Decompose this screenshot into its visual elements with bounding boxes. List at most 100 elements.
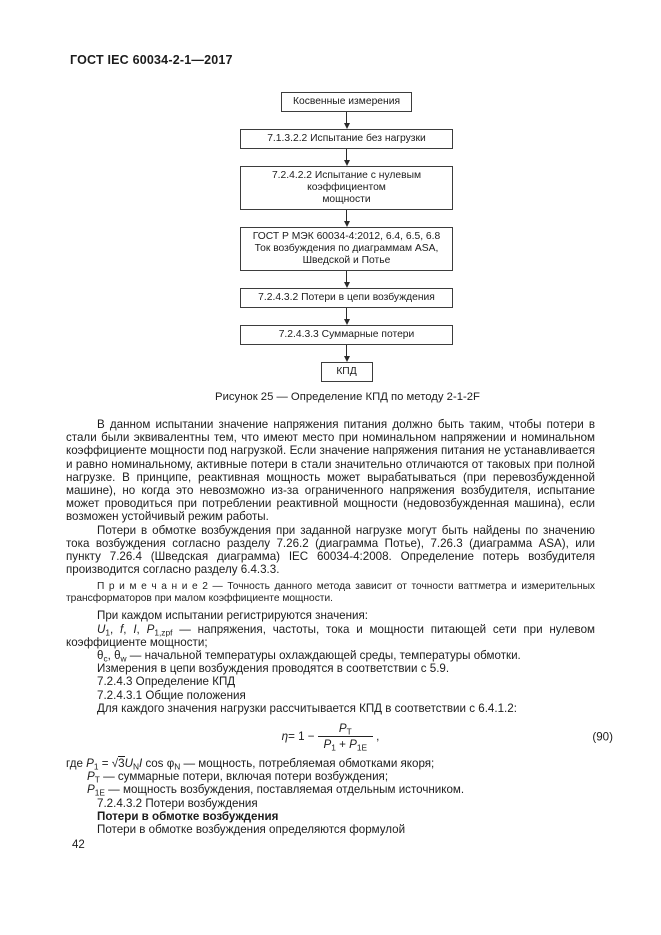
text-run: +: [335, 738, 350, 752]
symbol-p1e: P: [87, 783, 95, 797]
flow-box-line: 7.2.4.3.2 Потери в цепи возбуждения: [258, 292, 435, 303]
flow-box-line: 7.2.4.2.2 Испытание с нулевым коэффициен…: [271, 170, 422, 193]
subscript: 1E: [356, 742, 368, 753]
symbol-theta-c: θ: [97, 649, 104, 663]
symbol-eta: η: [281, 730, 289, 744]
paragraph-field-winding-losses: Потери в обмотке возбуждения при заданно…: [66, 523, 595, 577]
flow-box-line: Косвенные измерения: [292, 96, 401, 107]
symbol-pt: P: [338, 722, 347, 736]
arrow-stem: [345, 112, 348, 123]
flow-box-excitation-circuit-losses: 7.2.4.3.2 Потери в цепи возбуждения: [240, 288, 453, 308]
line-register-intro: При каждом испытании регистрируются знач…: [97, 609, 368, 623]
text-run: ,: [107, 649, 115, 663]
text-run: ,: [376, 730, 380, 744]
heading-7-2-4-3-1: 7.2.4.3.1 Общие положения: [97, 688, 246, 702]
line-def-p1e: P1E — мощность возбуждения, поставляемая…: [66, 783, 595, 798]
arrow-head: [343, 356, 350, 362]
subscript: w: [120, 653, 127, 664]
text-run: cos φ: [142, 757, 175, 771]
subscript: N: [132, 761, 139, 772]
flow-box-line: ГОСТ Р МЭК 60034-4:2012, 6.4, 6.5, 6.8: [252, 231, 441, 242]
flow-box-no-load-test: 7.1.3.2.2 Испытание без нагрузки: [240, 129, 453, 149]
arrow-head: [343, 319, 350, 325]
text-run: = 1 −: [288, 730, 315, 744]
arrow-stem: [345, 345, 348, 356]
subscript: N: [174, 761, 181, 772]
radicand: 3: [118, 756, 125, 771]
subscript: 1,zpf: [154, 626, 173, 637]
flow-box-line: КПД: [336, 366, 357, 377]
subscript: 1: [93, 761, 99, 772]
flow-box-efficiency: КПД: [320, 362, 373, 382]
arrow-stem: [345, 271, 348, 282]
symbol-p1e: P: [349, 738, 357, 752]
flow-box-total-losses: 7.2.4.3.3 Суммарные потери: [240, 325, 453, 345]
flow-arrow-down-icon: [343, 210, 350, 227]
flow-arrow-down-icon: [343, 345, 350, 362]
fraction: PT P1 + P1E: [317, 722, 374, 753]
flow-arrow-down-icon: [343, 149, 350, 166]
symbol-p1: P: [323, 738, 332, 752]
flow-box-zero-pf-test: 7.2.4.2.2 Испытание с нулевым коэффициен…: [240, 166, 453, 210]
subscript: 1: [105, 626, 111, 637]
arrow-head: [343, 221, 350, 227]
symbol-theta-w: θ: [114, 649, 121, 663]
flow-box-line: Шведской и Потье: [302, 255, 391, 266]
text-run: — мощность возбуждения, поставляемая отд…: [104, 783, 465, 797]
text-run: — напряжения, частоты, тока и мощности п…: [66, 622, 595, 649]
heading-field-winding-losses: Потери в обмотке возбуждения: [97, 809, 279, 823]
line-recorded-values-1: U1, f, I, P1,zpf — напряжения, частоты, …: [66, 623, 595, 649]
symbol-f: f: [120, 622, 124, 636]
subscript: T: [346, 726, 352, 737]
subscript: c: [103, 653, 108, 664]
text-run: — начальной температуры охлаждающей сред…: [126, 649, 521, 663]
symbol-p1zpf: P: [146, 622, 155, 636]
line-recorded-values-2: θc, θw — начальной температуры охлаждающ…: [66, 649, 595, 664]
equation-number: (90): [592, 730, 613, 744]
symbol-pt: P: [87, 770, 95, 784]
subscript: 1E: [94, 787, 105, 798]
text-run: где: [66, 757, 87, 771]
page-number: 42: [72, 839, 85, 851]
page-title: ГОСТ IEC 60034-2-1—2017: [70, 53, 233, 67]
paragraph-test-voltage: В данном испытании значение напряжения п…: [66, 418, 595, 524]
sqrt-icon: √: [111, 757, 119, 771]
flow-arrow-down-icon: [343, 308, 350, 325]
line-def-pt: PT — суммарные потери, включая потери во…: [66, 770, 595, 785]
text-run: =: [98, 757, 112, 771]
flow-arrow-down-icon: [343, 271, 350, 288]
figure-caption: Рисунок 25 — Определение КПД по методу 2…: [215, 391, 480, 403]
arrow-head: [343, 123, 350, 129]
flow-box-line: мощности: [322, 194, 371, 205]
line-losses-formula-intro: Потери в обмотке возбуждения определяютс…: [97, 823, 406, 837]
flow-box-line: 7.2.4.3.3 Суммарные потери: [278, 329, 415, 340]
text-run: ,: [110, 622, 121, 636]
flow-box-excitation-current-diagrams: ГОСТ Р МЭК 60034-4:2012, 6.4, 6.5, 6.8 Т…: [240, 227, 453, 271]
subscript: 1: [331, 742, 336, 753]
arrow-stem: [345, 210, 348, 221]
arrow-head: [343, 160, 350, 166]
flowchart-method-2-1-2f: Косвенные измерения 7.1.3.2.2 Испытание …: [240, 92, 453, 382]
formula-efficiency: η = 1 − PT P1 + P1E , (90): [66, 722, 613, 753]
page-content: Косвенные измерения 7.1.3.2.2 Испытание …: [66, 86, 613, 837]
flow-box-indirect-measurements: Косвенные измерения: [281, 92, 412, 112]
heading-7-2-4-3-2: 7.2.4.3.2 Потери возбуждения: [97, 796, 258, 810]
flow-arrow-down-icon: [343, 112, 350, 129]
arrow-stem: [345, 308, 348, 319]
symbol-p1: P: [86, 757, 94, 771]
text-run: ,: [123, 622, 134, 636]
subscript: T: [94, 774, 100, 785]
arrow-head: [343, 282, 350, 288]
fraction-denominator: P1 + P1E: [317, 736, 374, 753]
heading-7-2-4-3: 7.2.4.3 Определение КПД: [97, 675, 236, 689]
symbol-u1: U: [97, 622, 106, 636]
fraction-numerator: PT: [333, 722, 358, 736]
symbol-i: I: [133, 622, 137, 636]
line-where-p1: где P1 = √3UNI cos φN — мощность, потреб…: [66, 756, 595, 772]
text-run: ,: [136, 622, 147, 636]
symbol-i: I: [138, 757, 143, 771]
text-run: — суммарные потери, включая потери возбу…: [99, 770, 389, 784]
arrow-stem: [345, 149, 348, 160]
line-measurements: Измерения в цепи возбуждения проводятся …: [97, 662, 450, 676]
